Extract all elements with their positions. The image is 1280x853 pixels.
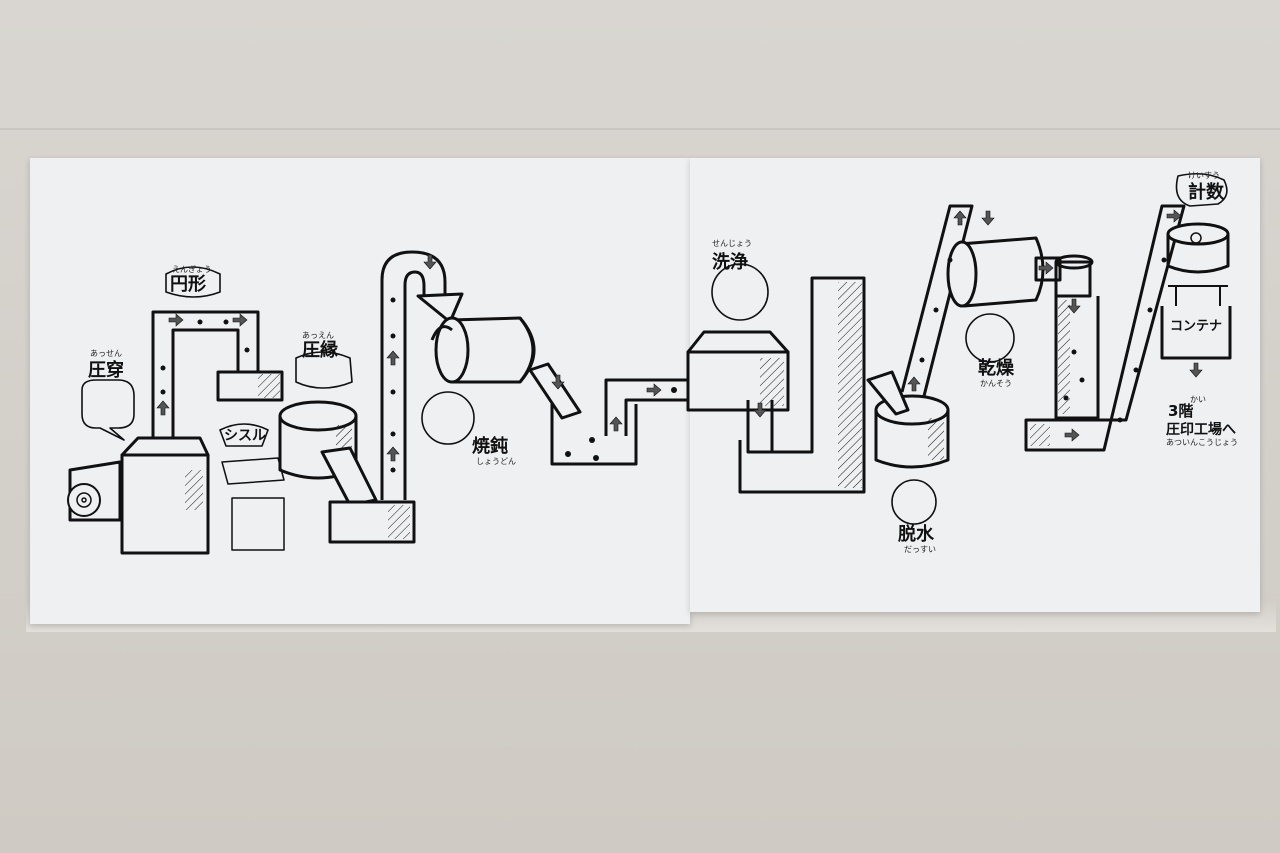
blanking-ruby: えんぎょう — [172, 264, 212, 274]
duct-icon — [738, 276, 866, 494]
destination-ruby: あついんこうじょう — [1166, 438, 1238, 447]
dewater-bubble-icon — [891, 479, 937, 525]
counting-ruby: けいすう — [1188, 171, 1220, 180]
dewatering-label: 脱水 — [898, 523, 935, 545]
annealing-ruby: しょうどん — [476, 457, 516, 466]
conveyor-icon — [151, 310, 284, 438]
coin-dots — [160, 257, 1167, 473]
wash-bubble-icon — [711, 263, 769, 321]
punching-label: 圧穿 — [88, 359, 124, 381]
washing-label: 洗浄 — [712, 251, 748, 273]
counter-icon — [1166, 222, 1230, 274]
drying-label: 乾燥 — [978, 357, 1015, 379]
speech-bubbles — [81, 172, 1228, 525]
spin-dryer-icon — [866, 204, 974, 469]
scrap-sheet-icon — [221, 457, 285, 551]
floor-ruby: かい — [1190, 395, 1206, 404]
anneal-bubble-icon — [421, 391, 475, 445]
counting-label: 計数 — [1188, 181, 1225, 203]
container-icon — [1160, 285, 1232, 360]
drying-ruby: かんそう — [980, 379, 1012, 388]
scrap-bubble-icon — [219, 423, 269, 447]
blanking-label: 円形 — [170, 274, 206, 295]
furnace-drum-icon — [430, 316, 582, 420]
incline-conveyor-icon — [1024, 204, 1186, 452]
step-labels: あっせん 圧穿 えんぎょう 円形 あっえん 圧縁 シスル 焼鈍 しょうどん せん… — [88, 171, 1238, 554]
wall-seam — [0, 128, 1280, 130]
press-icon — [120, 436, 210, 555]
scrap-label: シスル — [224, 428, 266, 444]
rimming-label: 圧縁 — [302, 339, 338, 361]
washer-box-icon — [686, 330, 790, 454]
rim-bubble-icon — [295, 351, 353, 389]
blank-bubble-icon — [165, 266, 221, 298]
punch-bubble-icon — [81, 379, 135, 441]
coil-icon — [67, 460, 122, 522]
container-label: コンテナ — [1170, 319, 1222, 334]
dewatering-ruby: だっすい — [904, 545, 936, 554]
elevator-icon — [380, 250, 464, 500]
destination-label: 圧印工場へ — [1166, 421, 1236, 438]
rimming-drum-icon — [278, 400, 416, 544]
annealing-label: 焼鈍 — [472, 435, 508, 457]
punching-ruby: あっせん — [90, 349, 122, 358]
count-bubble-icon — [1175, 172, 1228, 207]
down-arrow-icon — [1189, 362, 1203, 378]
floor-label: 3階 — [1168, 402, 1193, 420]
dry-bubble-icon — [965, 313, 1015, 363]
washing-ruby: せんじょう — [712, 239, 752, 248]
rimming-ruby: あっえん — [302, 331, 334, 340]
